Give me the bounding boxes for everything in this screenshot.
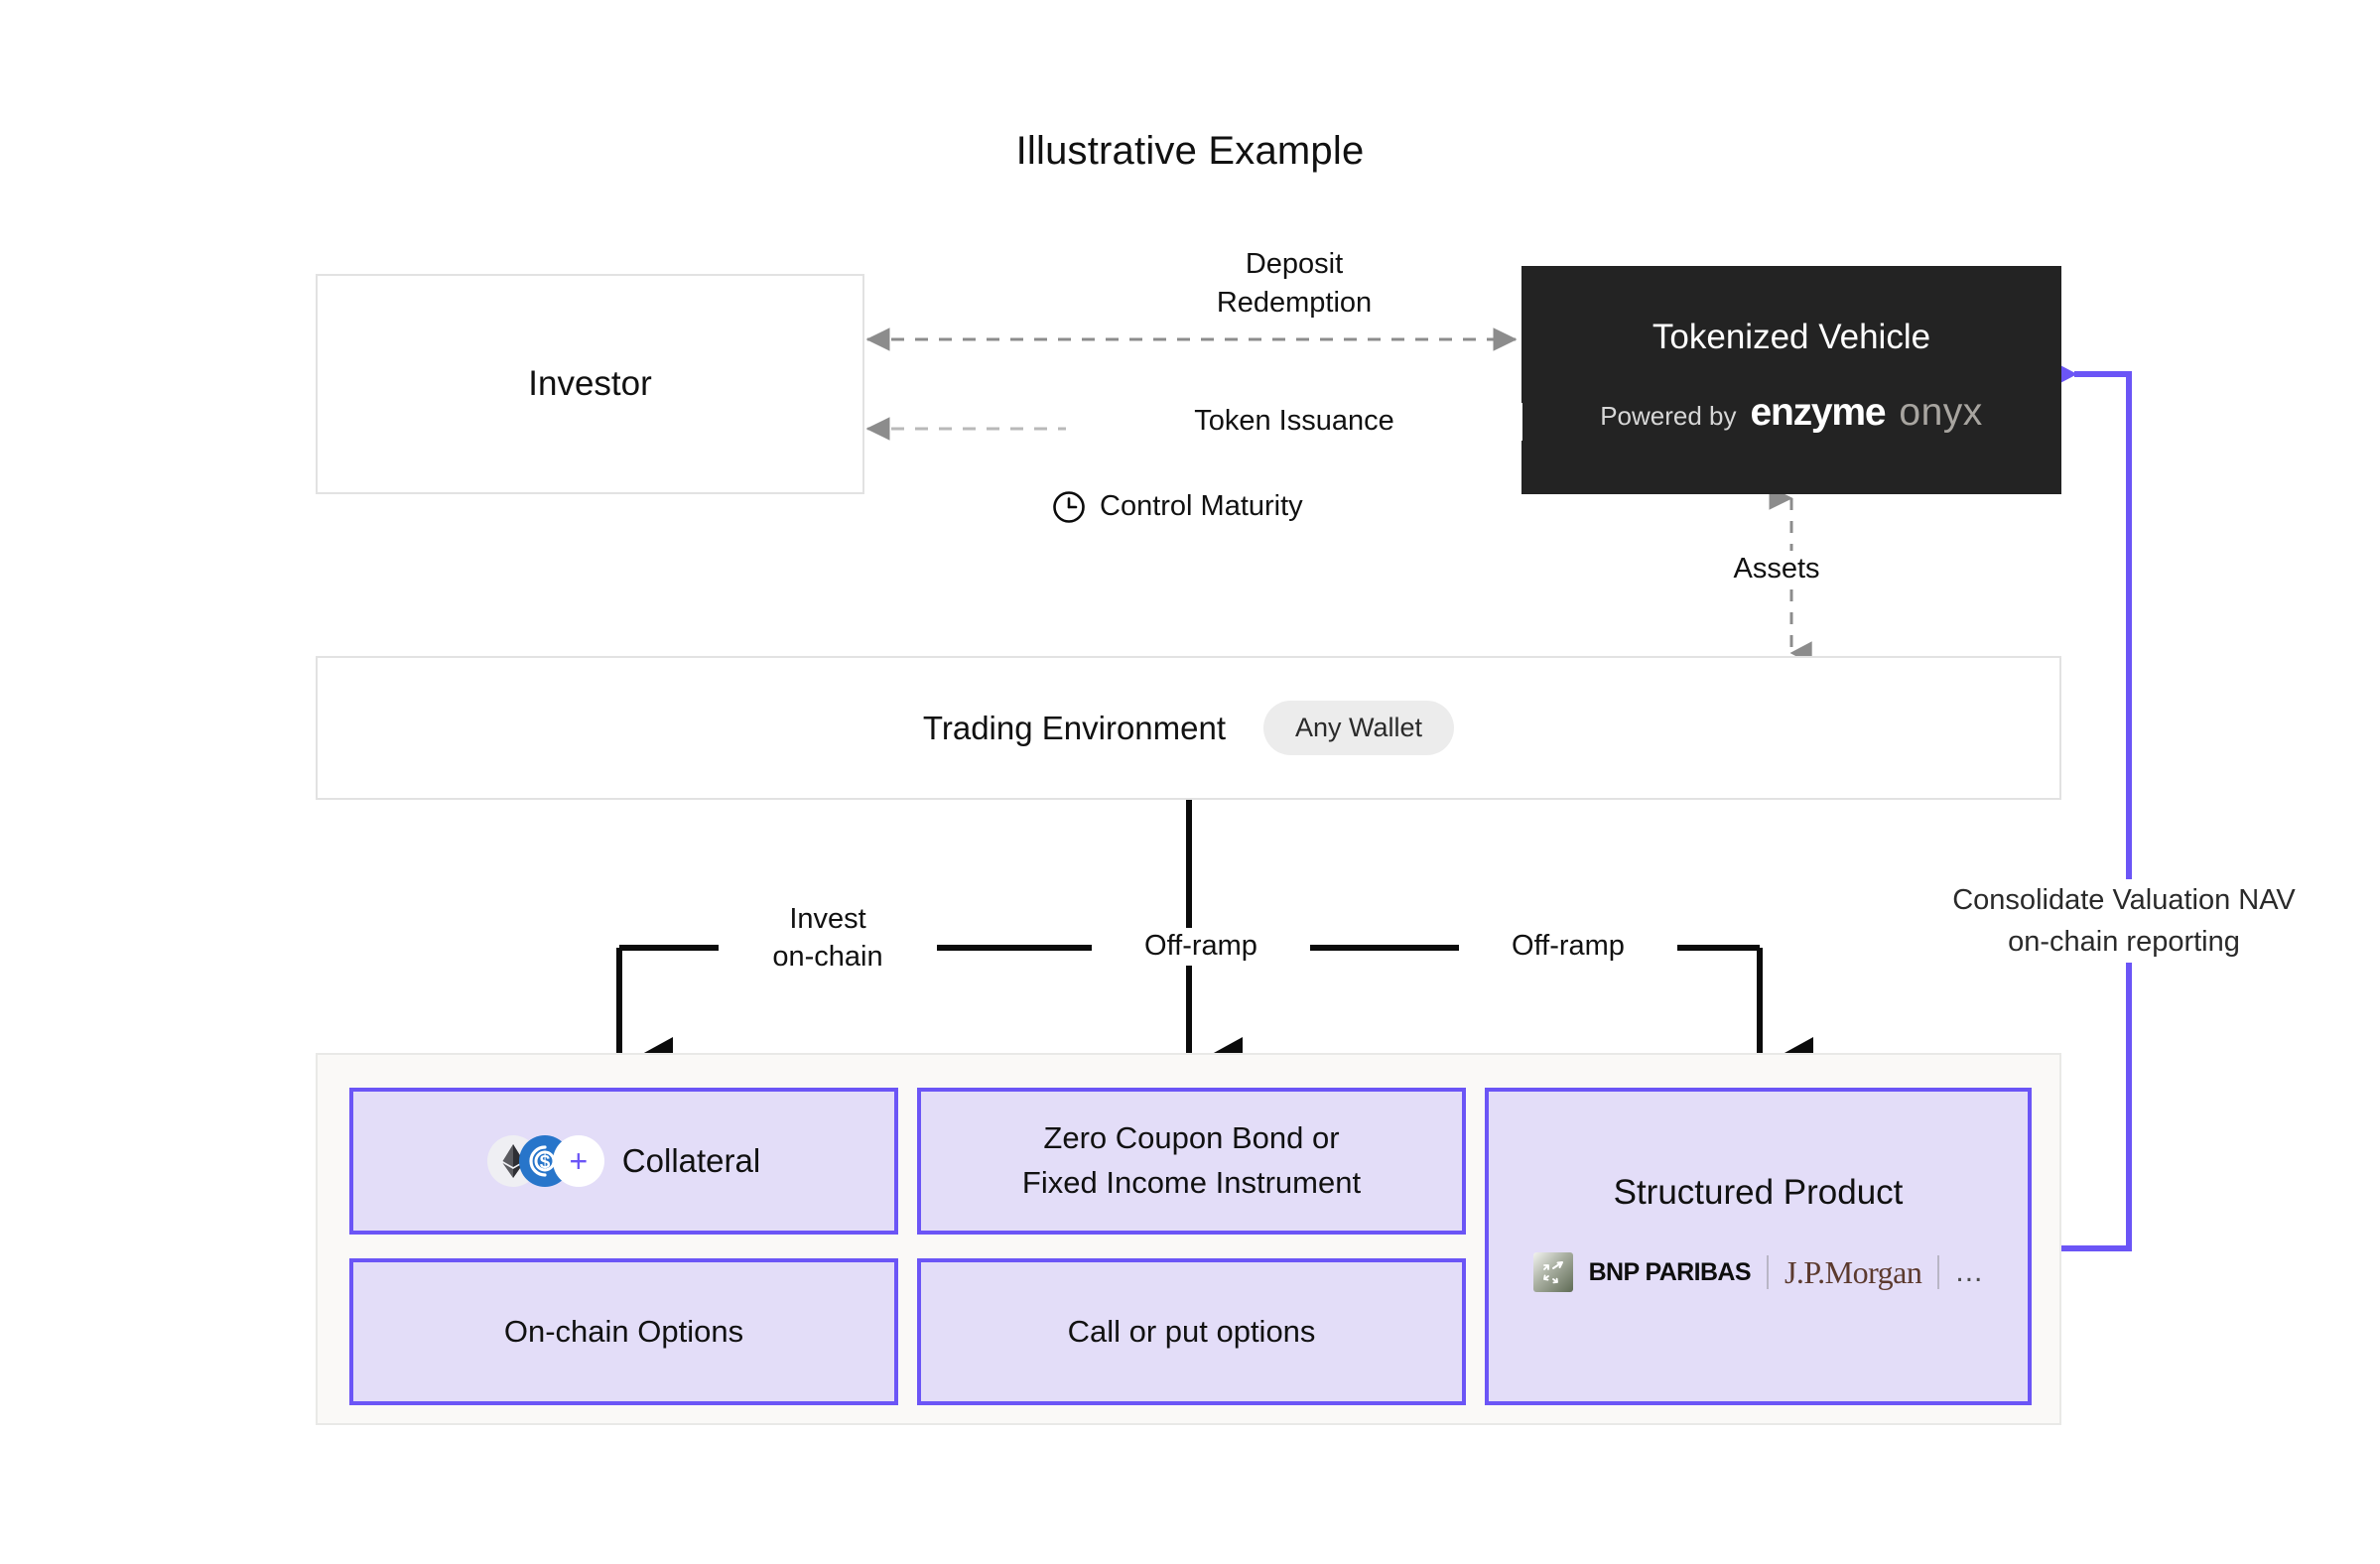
call-or-put-options-label: Call or put options: [1067, 1314, 1316, 1349]
call-or-put-options-card[interactable]: Call or put options: [917, 1258, 1466, 1405]
label-invest-on-chain: Invest on-chain: [719, 901, 937, 977]
onyx-wordmark: onyx: [1899, 391, 1983, 434]
label-consolidate-line2: on-chain reporting: [2008, 926, 2240, 959]
tokenized-vehicle-title: Tokenized Vehicle: [1652, 318, 1931, 356]
on-chain-options-card[interactable]: On-chain Options: [349, 1258, 898, 1405]
label-deposit: Deposit: [1135, 246, 1453, 284]
investor-node[interactable]: Investor: [316, 274, 864, 494]
label-redemption: Redemption: [1135, 285, 1453, 323]
label-consolidate-nav: Consolidate Valuation NAV on-chain repor…: [1925, 879, 2322, 964]
trading-environment-node[interactable]: Trading Environment Any Wallet: [316, 656, 2061, 800]
more-providers-icon: ...: [1955, 1255, 1984, 1288]
collateral-card[interactable]: $ + Collateral: [349, 1088, 898, 1235]
label-off-ramp-1: Off-ramp: [1092, 928, 1310, 966]
investor-label: Investor: [528, 364, 652, 403]
enzyme-wordmark: enzyme: [1750, 391, 1887, 434]
provider-divider-2: [1937, 1255, 1940, 1289]
label-invest-line2: on-chain: [772, 940, 883, 973]
any-wallet-badge[interactable]: Any Wallet: [1263, 701, 1455, 755]
label-control-maturity: Control Maturity: [1100, 490, 1303, 522]
collateral-label: Collateral: [621, 1142, 761, 1179]
structured-product-card[interactable]: Structured Product BNP PARIBAS J.P.Morga…: [1485, 1088, 2032, 1405]
label-invest-line1: Invest: [789, 903, 866, 935]
label-consolidate-line1: Consolidate Valuation NAV: [1952, 884, 2296, 916]
trading-environment-label: Trading Environment: [922, 709, 1227, 746]
clock-icon: [1053, 491, 1085, 523]
label-assets: Assets: [1687, 551, 1866, 588]
collateral-content: $ + Collateral: [486, 1135, 761, 1187]
jpmorgan-logo-icon: J.P.Morgan: [1784, 1253, 1922, 1290]
structured-product-title: Structured Product: [1613, 1173, 1904, 1212]
bnp-paribas-logo-icon: [1532, 1252, 1573, 1292]
zero-coupon-bond-line2: Fixed Income Instrument: [1021, 1165, 1362, 1200]
powered-by-row: Powered by enzyme onyx: [1600, 391, 1983, 435]
label-off-ramp-2: Off-ramp: [1459, 928, 1677, 966]
structured-product-providers: BNP PARIBAS J.P.Morgan ...: [1532, 1252, 1984, 1292]
label-token-issuance: Token Issuance: [1066, 403, 1522, 441]
token-icon-stack: $ +: [486, 1135, 604, 1187]
control-maturity-group: Control Maturity: [1052, 488, 1303, 526]
tokenized-vehicle-node[interactable]: Tokenized Vehicle Powered by enzyme onyx: [1521, 266, 2061, 494]
page-title: Illustrative Example: [1015, 129, 1365, 173]
powered-by-label: Powered by: [1600, 401, 1737, 431]
plus-token-icon: +: [552, 1135, 604, 1187]
zero-coupon-bond-card[interactable]: Zero Coupon Bond or Fixed Income Instrum…: [917, 1088, 1466, 1235]
zero-coupon-bond-line1: Zero Coupon Bond or: [1043, 1120, 1340, 1156]
bnp-paribas-label: BNP PARIBAS: [1588, 1257, 1752, 1286]
svg-text:$: $: [540, 1152, 551, 1173]
on-chain-options-label: On-chain Options: [503, 1314, 744, 1349]
provider-divider-1: [1766, 1255, 1769, 1289]
